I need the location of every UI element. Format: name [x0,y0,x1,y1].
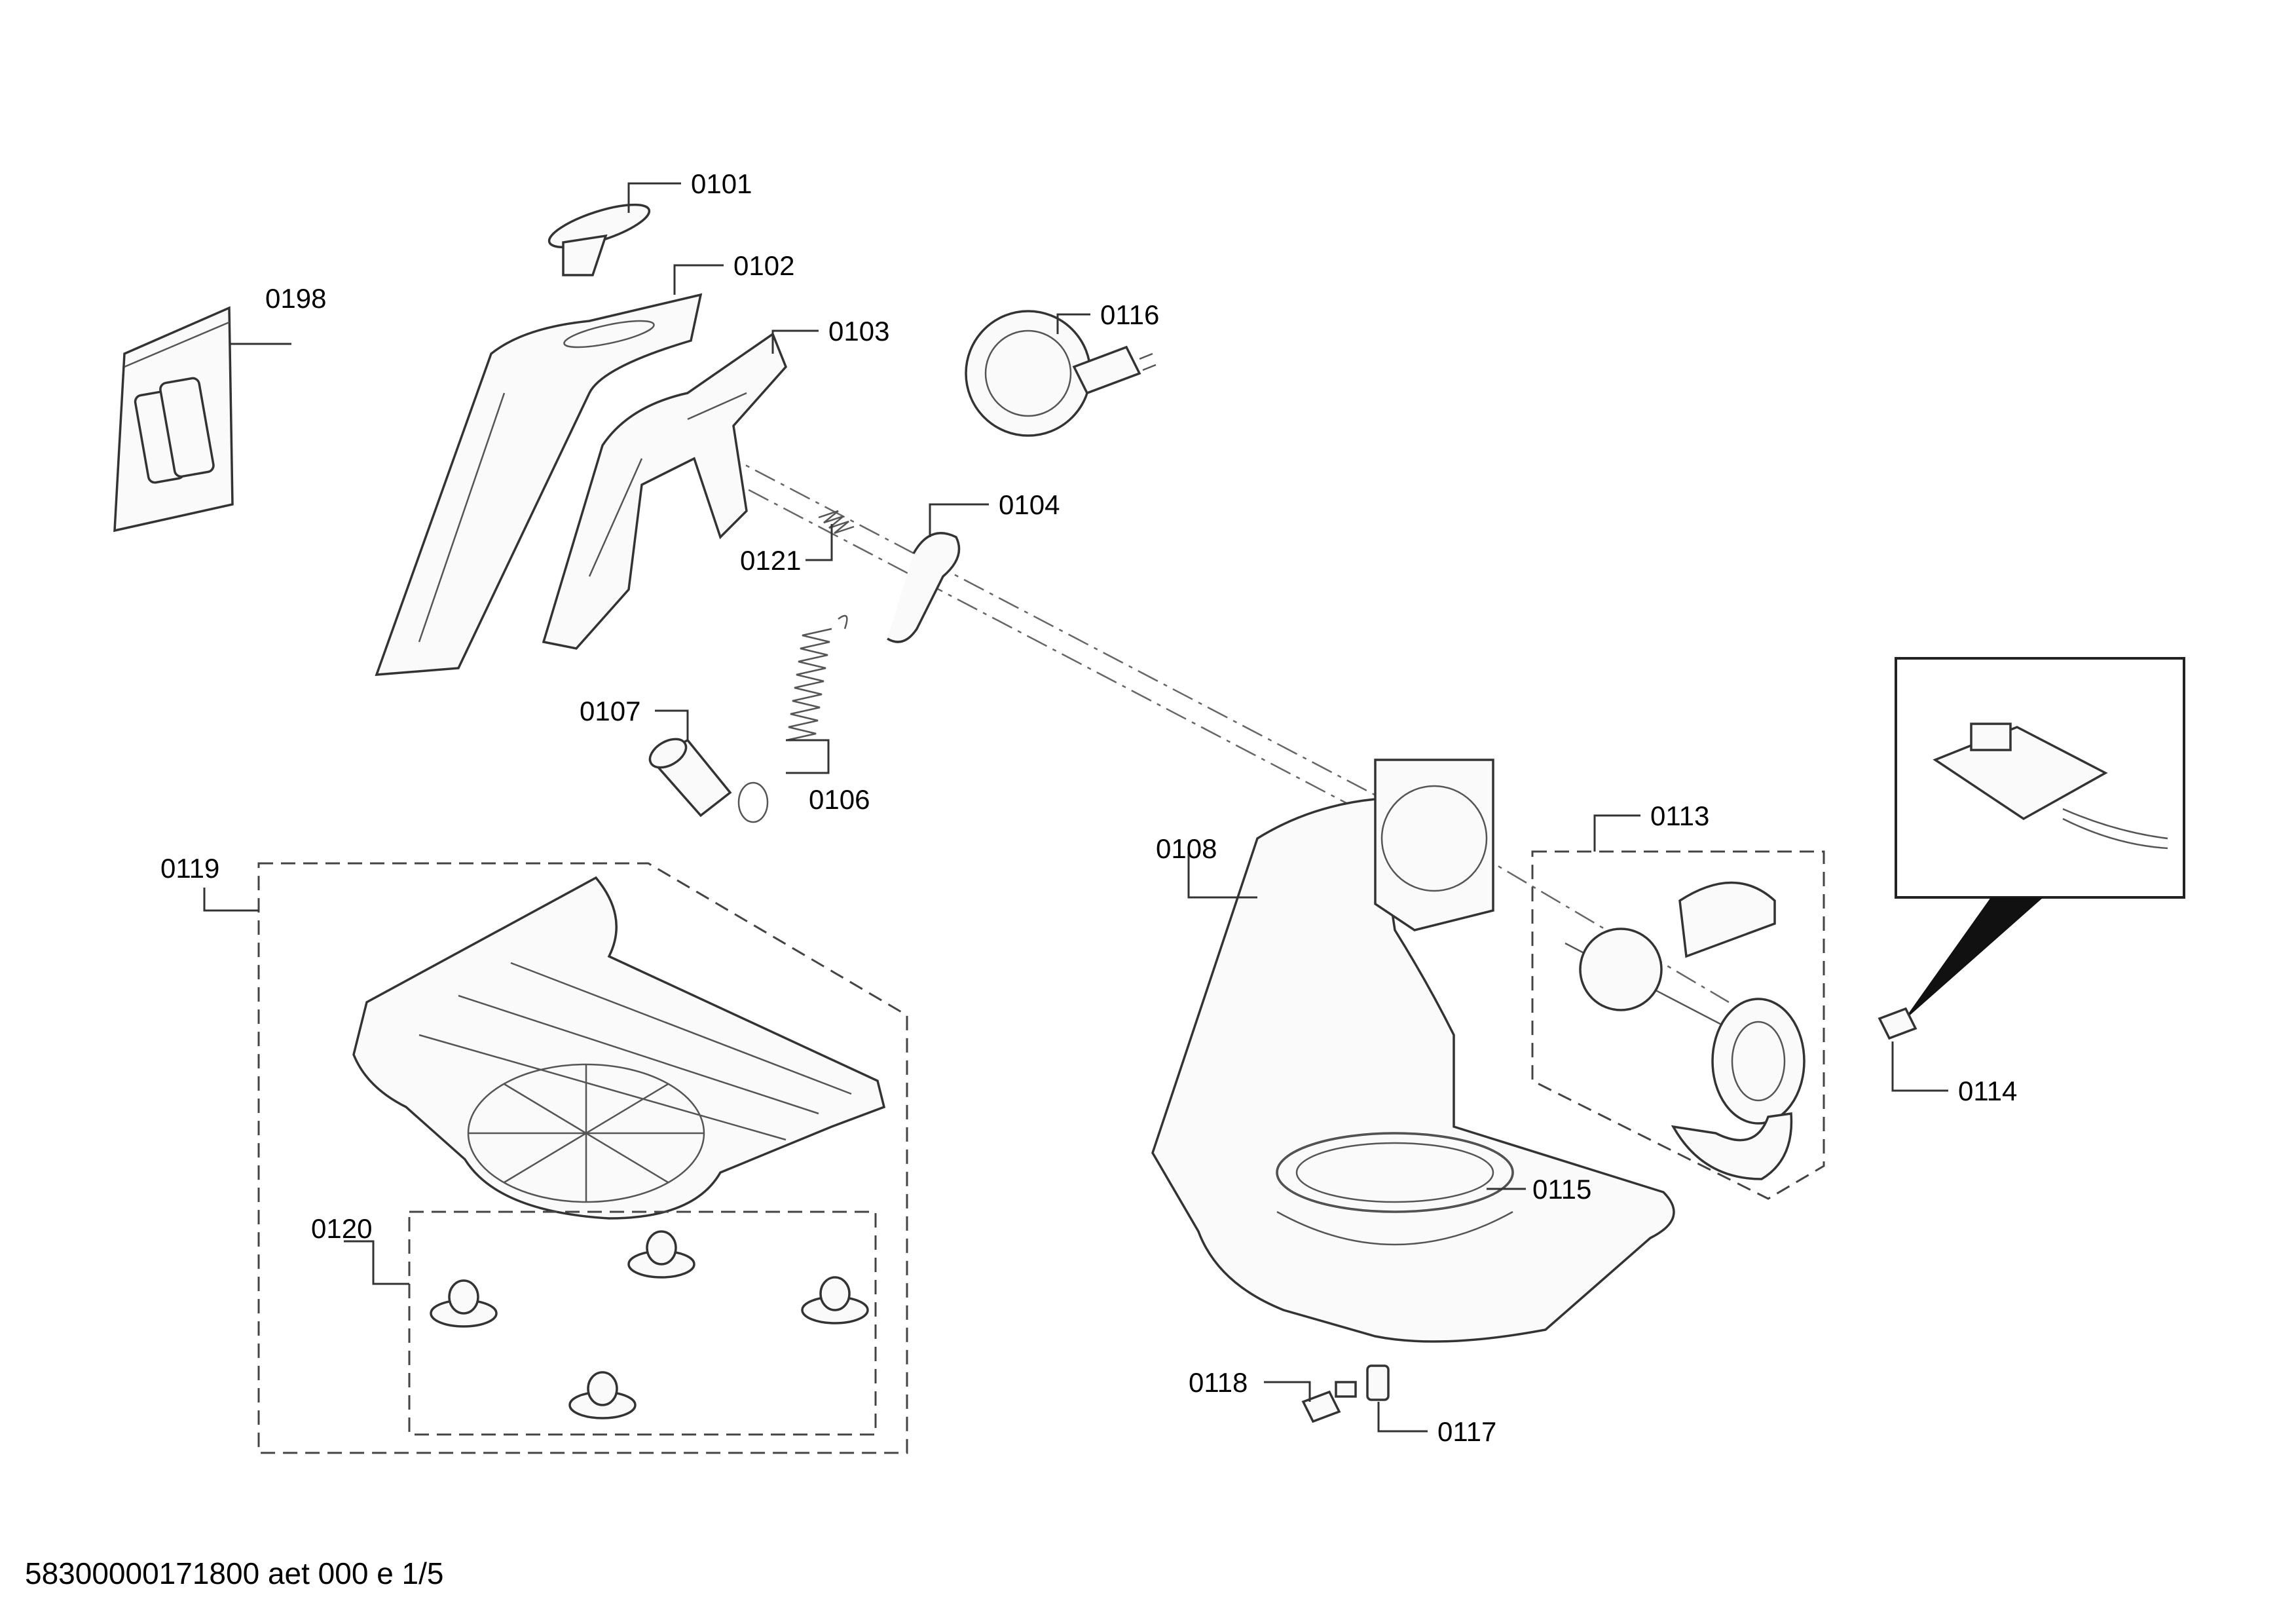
inset-pointer [1902,897,2043,1022]
part-0101-release-knob [547,203,651,276]
callout-0117: 0117 [1437,1416,1496,1447]
callout-0198: 0198 [265,283,326,314]
part-0120-group-box [408,1210,877,1436]
part-0119-group-box [257,862,908,1454]
part-0106-tension-spring [737,614,848,823]
part-0107-latch-cylinder [648,738,732,817]
callout-0108: 0108 [1156,833,1217,864]
part-0114-sensor-board [1878,723,2168,1040]
part-0104-hook [887,532,961,643]
part-0121-small-spring [818,510,855,535]
callout-0103: 0103 [828,316,889,347]
part-0103-lever-frame [542,332,788,650]
callout-0120: 0120 [311,1213,372,1244]
part-0120-rubber-feet [430,1230,869,1419]
assembly-axis-line [713,451,1730,1004]
part-0115-ring [1276,1132,1514,1213]
callout-0113: 0113 [1650,800,1709,831]
callout-0101: 0101 [691,168,752,199]
callout-0116: 0116 [1100,299,1159,330]
part-0108-housing-body [1151,759,1675,1343]
part-0114-detail-inset [1895,657,2185,899]
callout-0106: 0106 [809,784,870,815]
part-0117-connector [1335,1364,1390,1401]
part-0102-head-cover [375,293,703,676]
callout-0118: 0118 [1189,1367,1248,1398]
part-0119-base-plate [352,876,886,1220]
callout-leaders [203,182,1948,1433]
callout-0102: 0102 [733,250,794,281]
callout-0115: 0115 [1532,1174,1591,1205]
part-0118-clip [1301,1390,1341,1423]
drawing-reference-number: 58300000171800 aet 000 e 1/5 [25,1556,444,1590]
callout-0107: 0107 [580,696,640,726]
part-0198-parts-bag [113,306,234,533]
callout-0121: 0121 [740,545,801,576]
callout-0114: 0114 [1958,1076,2017,1106]
part-0116-power-plug [965,310,1157,437]
callout-0104: 0104 [999,489,1060,520]
callout-0119: 0119 [160,853,219,884]
part-0113-gear-assembly [1565,881,1805,1180]
